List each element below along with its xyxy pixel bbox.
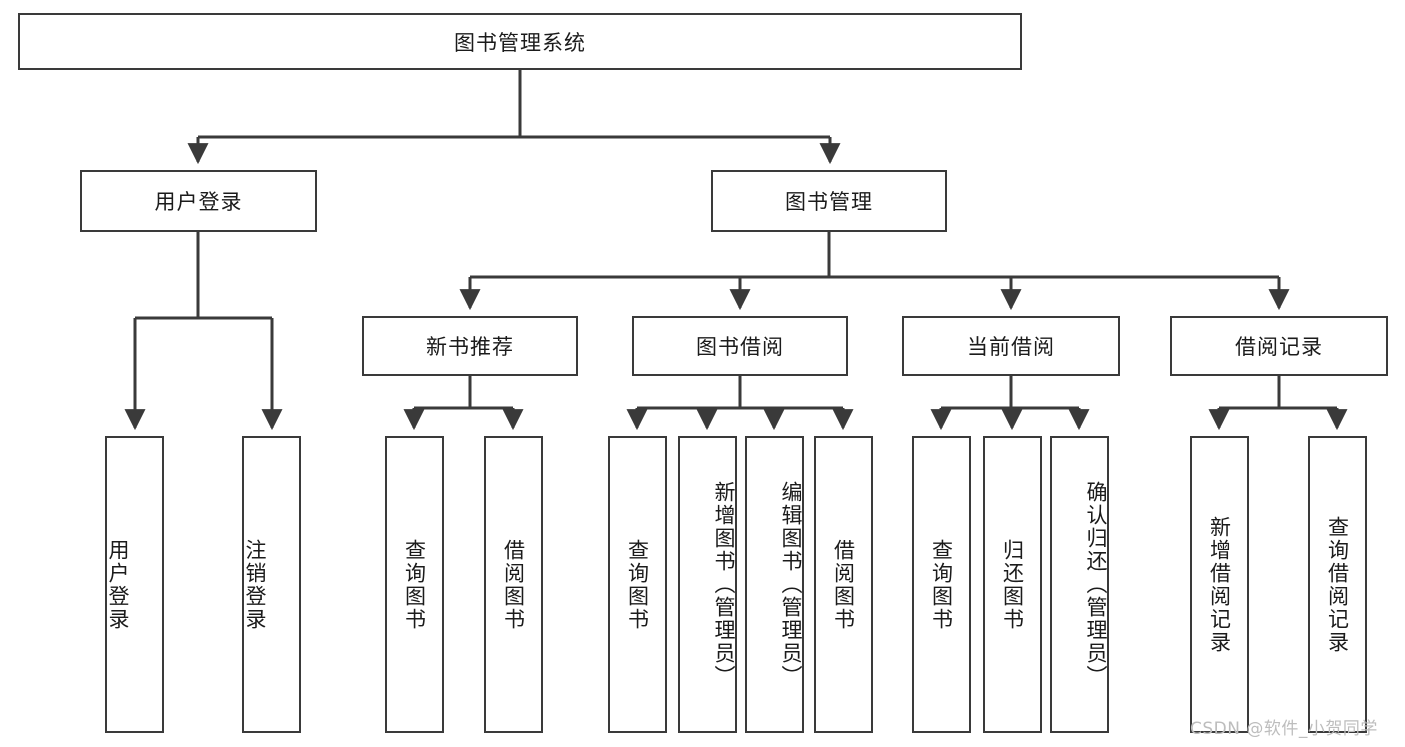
node-root[interactable]: 图书管理系统 [18,13,1022,70]
node-book-borrow[interactable]: 图书借阅 [632,316,848,376]
leaf-edit-book-admin[interactable]: 编辑图书（管理员） [745,436,804,733]
leaf-user-login[interactable]: 用户登录 [105,436,164,733]
leaf-return-book[interactable]: 归还图书 [983,436,1042,733]
leaf-add-book-admin[interactable]: 新增图书（管理员） [678,436,737,733]
leaf-confirm-return-admin[interactable]: 确认归还（管理员） [1050,436,1109,733]
leaf-logout-login[interactable]: 注销登录 [242,436,301,733]
node-book-manage[interactable]: 图书管理 [711,170,947,232]
node-borrow-record[interactable]: 借阅记录 [1170,316,1388,376]
node-user-login[interactable]: 用户登录 [80,170,317,232]
leaf-add-borrow-record[interactable]: 新增借阅记录 [1190,436,1249,733]
leaf-borrow-book-recommend[interactable]: 借阅图书 [484,436,543,733]
leaf-borrow-book[interactable]: 借阅图书 [814,436,873,733]
leaf-query-book-current[interactable]: 查询图书 [912,436,971,733]
leaf-query-borrow-record[interactable]: 查询借阅记录 [1308,436,1367,733]
node-new-book-recommend[interactable]: 新书推荐 [362,316,578,376]
leaf-query-book-recommend[interactable]: 查询图书 [385,436,444,733]
leaf-query-book-borrow[interactable]: 查询图书 [608,436,667,733]
node-current-borrow[interactable]: 当前借阅 [902,316,1120,376]
csdn-watermark: CSDN @软件_小贺同学 [1190,719,1378,739]
